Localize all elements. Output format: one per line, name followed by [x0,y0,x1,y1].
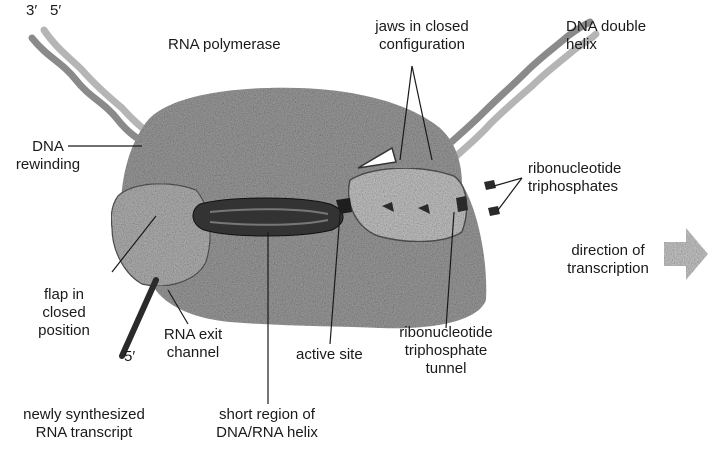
three-prime-label: 3′ [26,2,37,20]
dna-double-helix-label: DNA double helix [566,18,646,54]
jaws-label: jaws in closed configuration [362,18,482,54]
five-prime-label: 5′ [50,2,61,20]
dna-rna-hybrid [193,198,343,236]
tunnel-label: ribonucleotide triphosphate tunnel [386,324,506,378]
dna-rewinding-label: DNA rewinding [0,138,96,174]
rna-five-prime-label: 5′ [124,348,135,365]
direction-arrow [664,228,708,280]
direction-of-transcription-label: direction of transcription [552,242,664,278]
leader-ntp-1 [494,178,522,186]
ribonucleotide-triphosphates-label: ribonucleotide triphosphates [528,160,621,196]
active-site-label: active site [296,346,363,364]
short-region-label: short region of DNA/RNA helix [192,406,342,442]
rna-exit-channel-label: RNA exit channel [150,326,236,362]
tunnel-ntp [456,196,468,212]
newly-synthesized-rna-label: newly synthesized RNA transcript [0,406,168,442]
leader-ntp-2 [498,178,522,210]
flap [111,184,210,286]
rna-polymerase-label: RNA polymerase [168,36,281,54]
flap-label: flap in closed position [16,286,112,340]
